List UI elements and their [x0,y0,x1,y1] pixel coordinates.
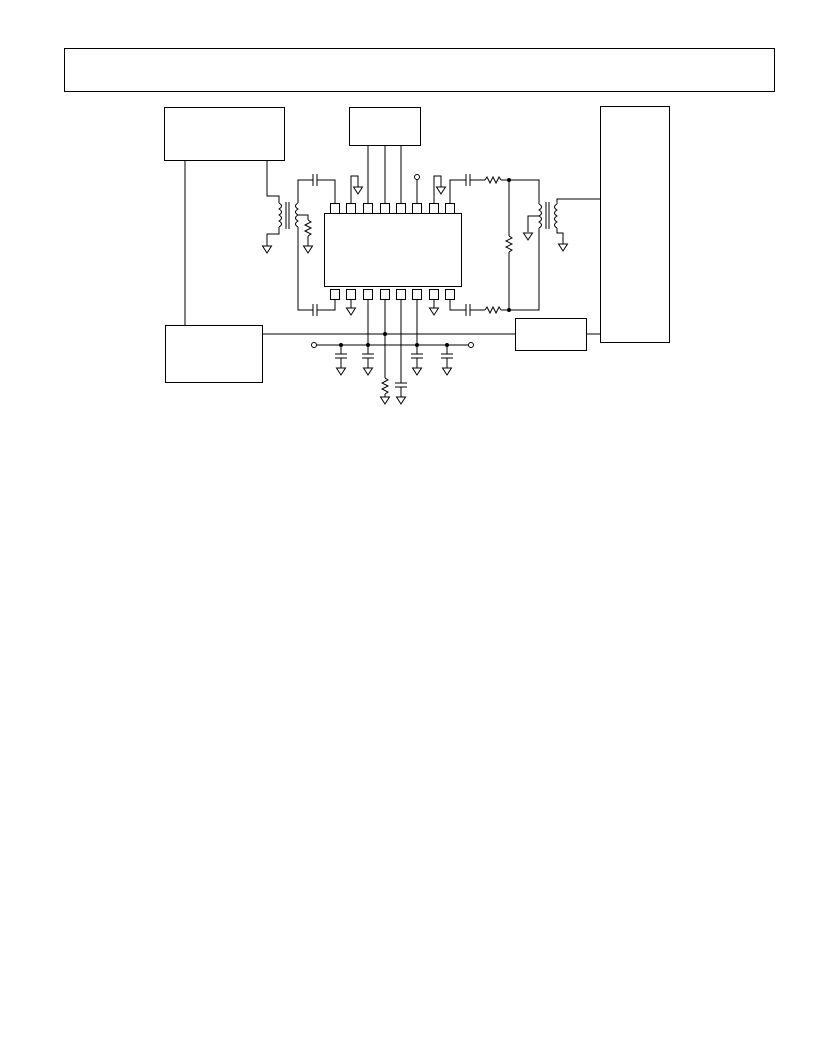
supply-rail [311,342,474,376]
control-bus-wires [367,145,402,204]
signal-line-bottom [262,332,601,336]
ic-pin-bottom-3 [363,289,373,300]
block-bottom-right-small [515,318,587,351]
block-bottom-left [165,325,263,383]
ic-pin-top-7 [429,203,439,214]
output-network [449,174,540,316]
block-top-left [164,107,285,161]
ic-pin-top-4 [380,203,390,214]
right-transformer [522,198,601,252]
ic-pin-top-5 [396,203,406,214]
ground-symbol-pin7 [433,175,447,204]
figure-header-box [64,48,775,92]
ic-pin-top-8 [445,203,455,214]
ic-pin-bottom-6 [412,289,422,300]
ic-pin-top-1 [330,203,340,214]
block-top-center [349,107,421,146]
ground-symbol-pin2 [350,175,364,204]
ic-pin-top-2 [346,203,356,214]
ic-pin-bottom-8 [445,289,455,300]
ic-pin-bottom-2 [346,289,356,300]
left-transformer [261,160,336,316]
ic-pin-bottom-5 [396,289,406,300]
supply-terminal-pin6 [414,174,420,204]
ic-top-pins [330,203,455,214]
ic-pin-bottom-7 [429,289,439,300]
ic-pin-top-6 [412,203,422,214]
ic-bottom-pins [330,289,455,300]
ic-pin-bottom-1 [330,289,340,300]
block-right-tall [600,106,670,343]
ic-pin-bottom-4 [380,289,390,300]
ic-chip [324,213,462,287]
bottom-pin-wiring [345,299,440,405]
ic-pin-top-3 [363,203,373,214]
